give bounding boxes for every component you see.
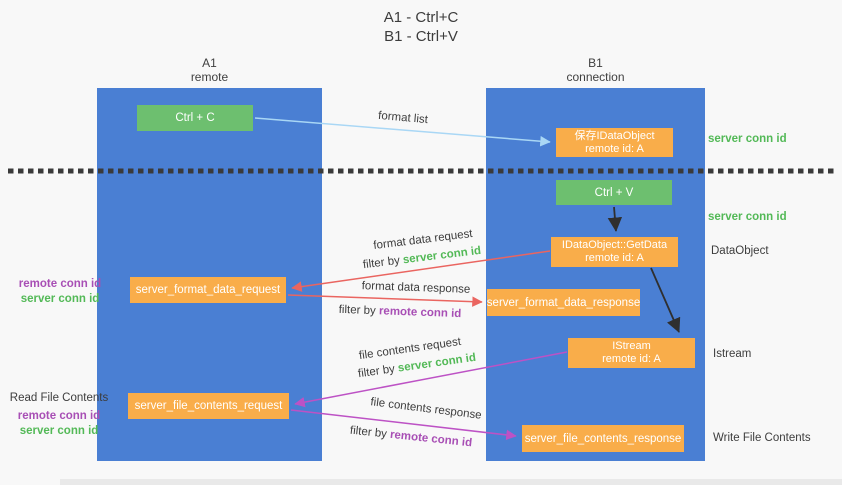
diagram-title: A1 - Ctrl+C B1 - Ctrl+V bbox=[0, 8, 842, 46]
server-file-contents-response-label: server_file_contents_response bbox=[524, 432, 682, 445]
server-conn-id-text: server conn id bbox=[402, 244, 482, 267]
lane-a1-role: remote bbox=[190, 70, 229, 84]
save-idataobject-remote-id: remote id: A bbox=[585, 142, 644, 155]
istream-side-label: Istream bbox=[713, 348, 752, 360]
save-idataobject-node: 保存IDataObject remote id: A bbox=[556, 128, 673, 157]
dataobject-label: DataObject bbox=[711, 245, 769, 257]
read-file-contents-label: Read File Contents bbox=[9, 392, 109, 404]
istream-remote-id: remote id: A bbox=[602, 353, 661, 365]
server-conn-id-mid-label: server conn id bbox=[708, 211, 787, 223]
remote-conn-id-text: remote conn id bbox=[378, 305, 462, 321]
title-line-1: A1 - Ctrl+C bbox=[383, 9, 459, 26]
filter-by-remote-conn-id-label-2: filter by remote conn id bbox=[349, 424, 473, 450]
server-file-contents-response-node: server_file_contents_response bbox=[522, 425, 684, 452]
idataobject-getdata-node: IDataObject::GetData remote id: A bbox=[551, 237, 678, 267]
istream-node: IStream remote id: A bbox=[568, 338, 695, 368]
lane-b1-name: B1 bbox=[588, 56, 603, 70]
istream-title: IStream bbox=[612, 340, 651, 352]
left-conn-id-block-mid: remote conn id server conn id bbox=[4, 277, 116, 307]
filter-by-remote-conn-id-label-1: filter by remote conn id bbox=[338, 303, 462, 321]
server-format-data-response-node: server_format_data_response bbox=[487, 289, 640, 316]
server-file-contents-request-label: server_file_contents_request bbox=[134, 400, 283, 412]
ctrl-v-node: Ctrl + V bbox=[556, 180, 672, 205]
remote-conn-id-label: remote conn id bbox=[17, 410, 101, 422]
save-idataobject-title: 保存IDataObject bbox=[574, 129, 655, 142]
format-list-label: format list bbox=[377, 109, 429, 127]
left-conn-id-block-bottom: Read File Contents remote conn id server… bbox=[0, 391, 118, 439]
server-conn-id-text: server conn id bbox=[397, 351, 477, 375]
server-conn-id-label: server conn id bbox=[20, 293, 100, 305]
server-format-data-request-label: server_format_data_request bbox=[135, 284, 281, 296]
ctrl-c-label: Ctrl + C bbox=[175, 112, 215, 124]
lane-a1-name: A1 bbox=[202, 56, 217, 70]
server-format-data-response-label: server_format_data_response bbox=[486, 296, 641, 309]
file-contents-response-label: file contents response bbox=[369, 396, 483, 422]
lane-b1-role: connection bbox=[566, 70, 625, 84]
title-line-2: B1 - Ctrl+V bbox=[384, 28, 458, 45]
ctrl-v-label: Ctrl + V bbox=[594, 186, 634, 199]
server-conn-id-top-label: server conn id bbox=[708, 133, 787, 145]
window-bottom-edge bbox=[60, 479, 842, 485]
ctrl-c-node: Ctrl + C bbox=[137, 105, 253, 131]
getdata-title: IDataObject::GetData bbox=[561, 239, 668, 251]
remote-conn-id-label: remote conn id bbox=[18, 278, 102, 290]
lane-header-a1: A1 remote bbox=[97, 56, 322, 84]
format-data-response-label: format data response bbox=[361, 280, 471, 296]
remote-conn-id-text: remote conn id bbox=[389, 428, 473, 450]
getdata-remote-id: remote id: A bbox=[585, 252, 644, 264]
lane-header-b1: B1 connection bbox=[486, 56, 705, 84]
server-format-data-request-node: server_format_data_request bbox=[130, 277, 286, 303]
write-file-contents-label: Write File Contents bbox=[713, 432, 811, 444]
server-conn-id-label: server conn id bbox=[19, 425, 99, 437]
server-file-contents-request-node: server_file_contents_request bbox=[128, 393, 289, 419]
